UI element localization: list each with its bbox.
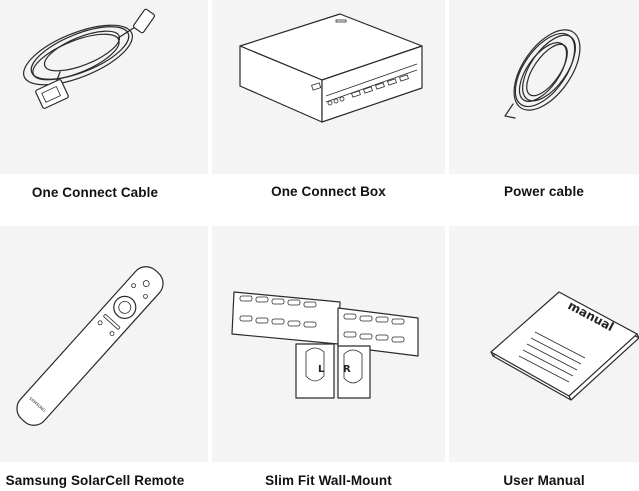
power-cable-icon — [504, 29, 581, 119]
product-label: Slim Fit Wall-Mount — [265, 473, 392, 488]
product-tile-one-connect-cable — [0, 0, 208, 174]
remote-control-icon: SAMSUNG — [16, 266, 164, 426]
wall-mount-icon: L R — [231, 291, 419, 399]
left-mount-letter: L — [318, 364, 325, 375]
product-tile-user-manual: manual — [449, 226, 639, 462]
product-label: One Connect Box — [271, 184, 386, 199]
product-tile-slim-fit-wall-mount: L R — [212, 226, 445, 462]
box-device-icon — [239, 13, 423, 123]
product-label: Samsung SolarCell Remote — [5, 473, 185, 488]
cable-coil-icon — [22, 8, 156, 109]
manual-book-icon: manual — [490, 291, 639, 401]
product-label: Power cable — [504, 184, 584, 199]
product-tile-one-connect-box — [212, 0, 445, 174]
product-tile-solarcell-remote: SAMSUNG — [0, 226, 208, 462]
product-tile-power-cable — [449, 0, 639, 174]
right-mount-letter: R — [343, 364, 351, 375]
product-label: One Connect Cable — [31, 185, 159, 200]
product-label: User Manual — [503, 473, 585, 488]
